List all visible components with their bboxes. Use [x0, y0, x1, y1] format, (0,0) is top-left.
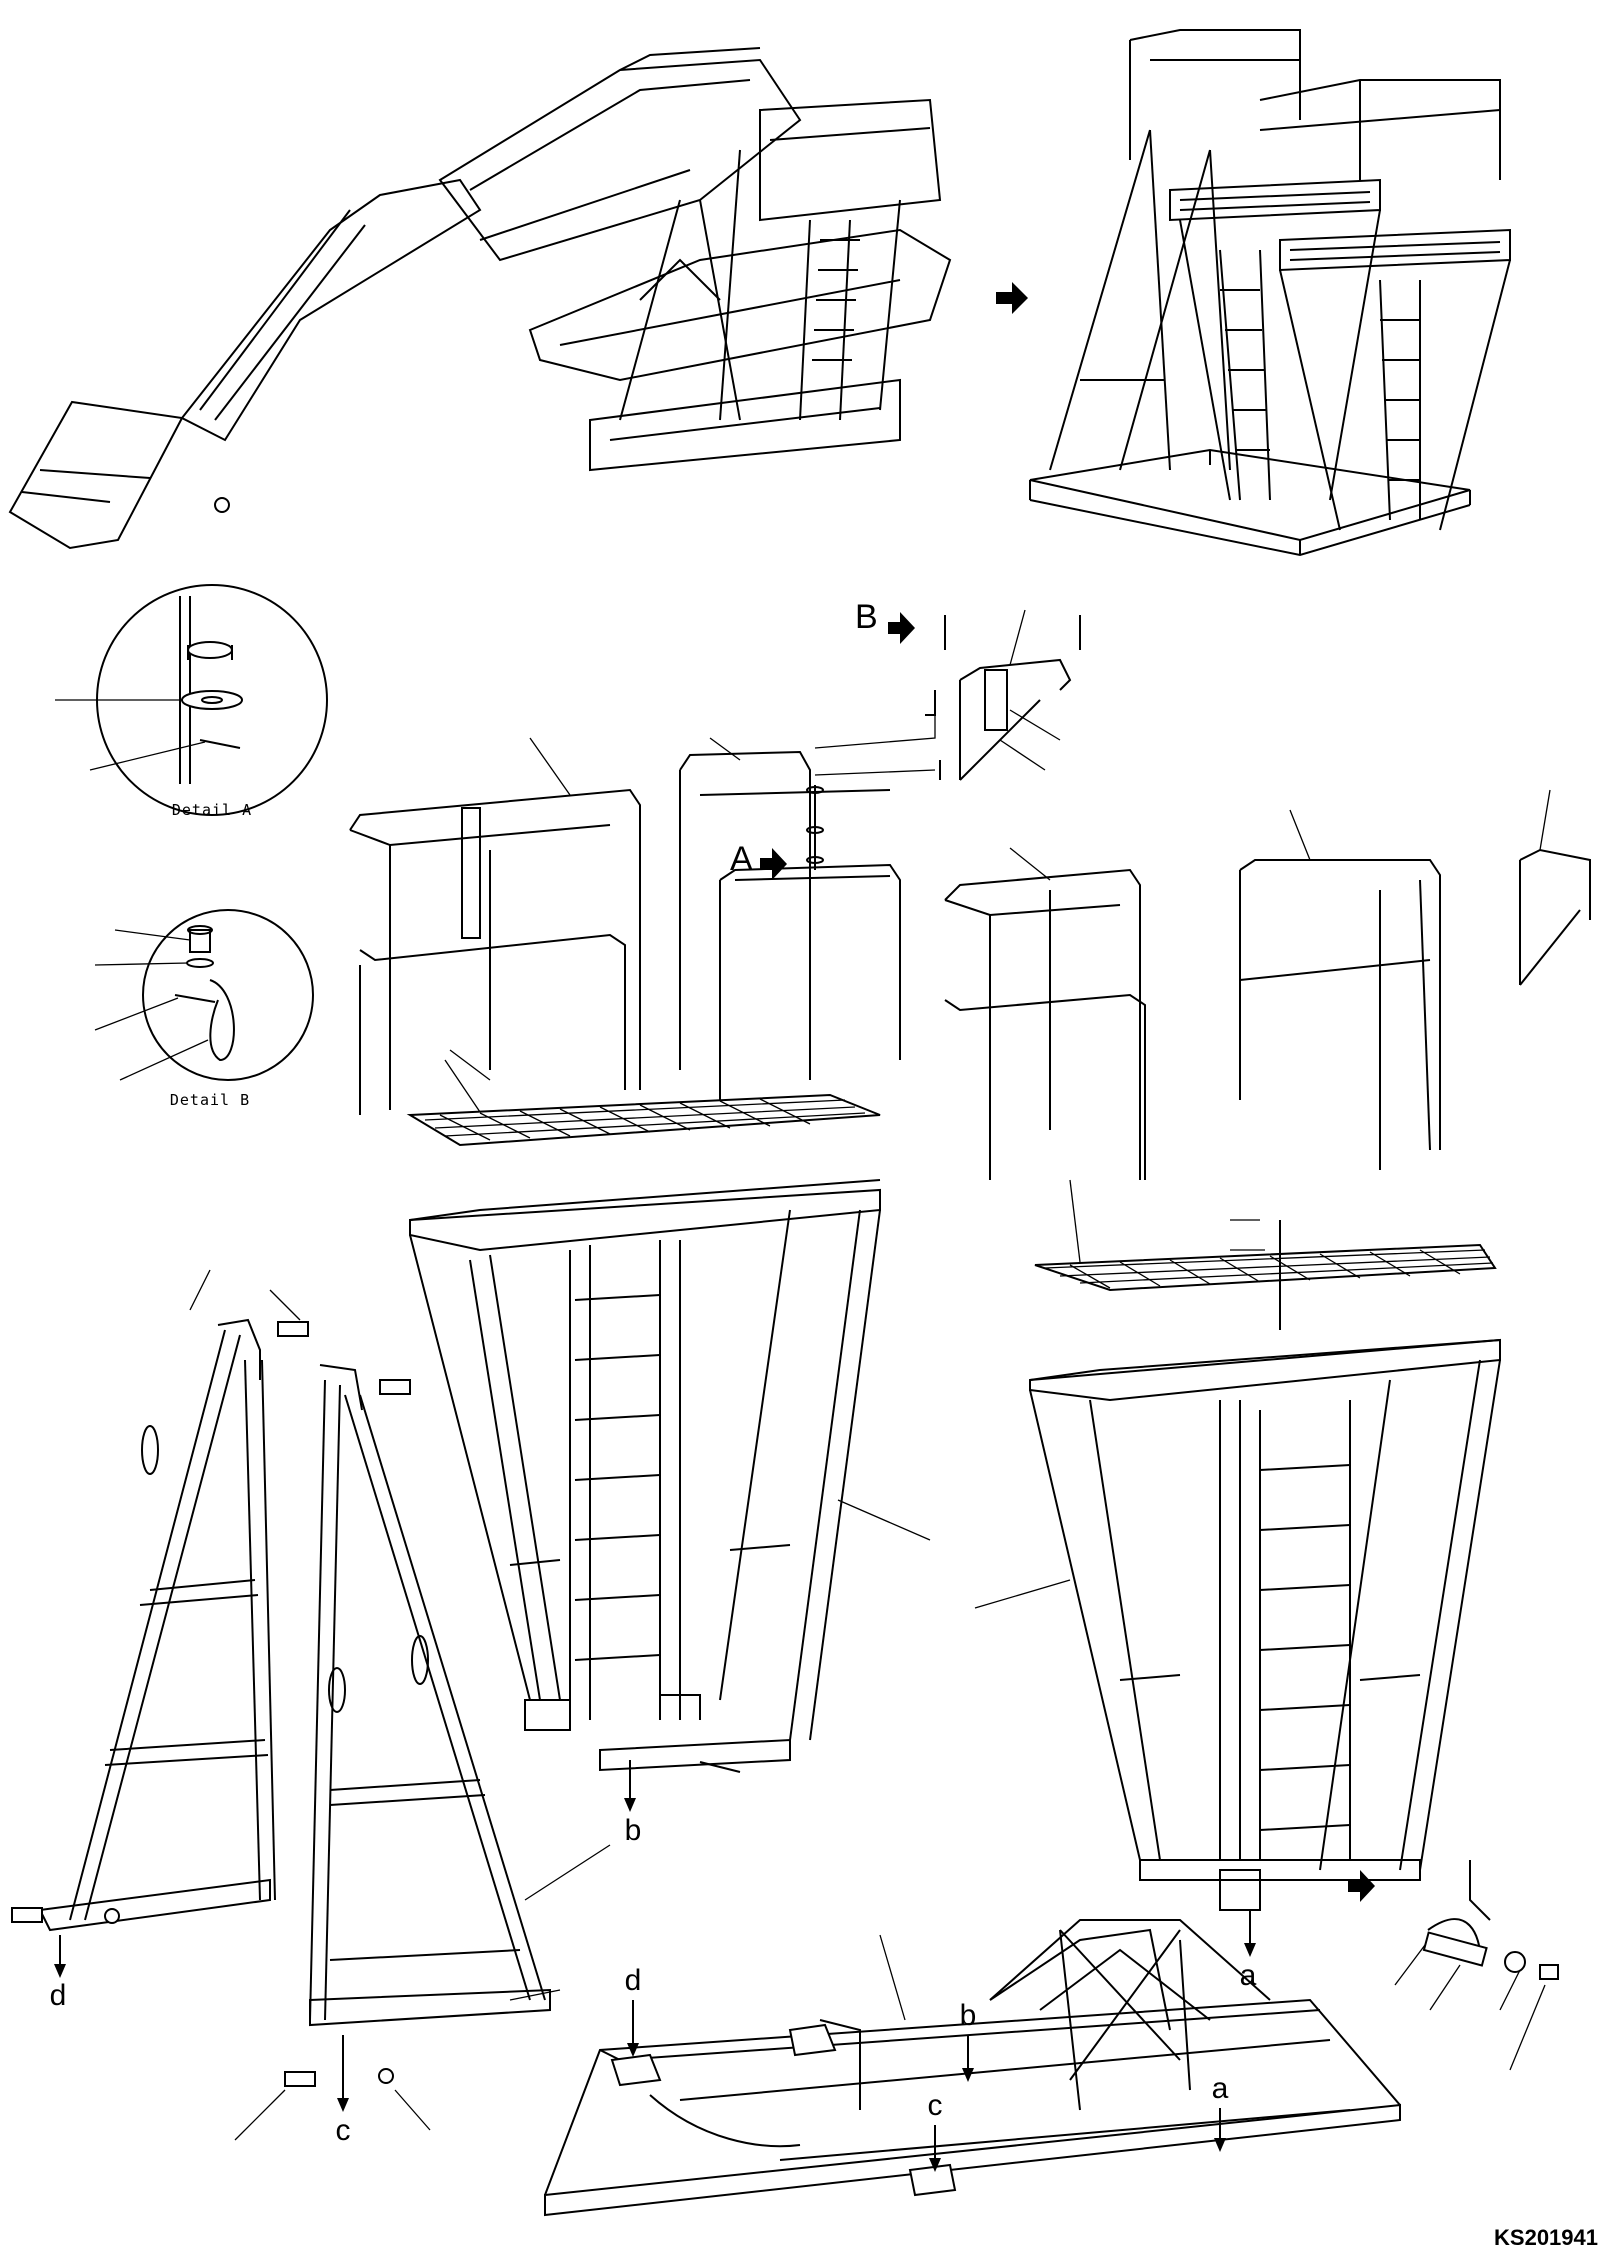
letter-a-base: a: [1212, 2072, 1229, 2105]
letter-d-left: d: [50, 1979, 67, 2012]
left-platform-frame-illustration: [409, 1179, 931, 1772]
excavator-on-frame-illustration: [8, 47, 952, 550]
right-grating-illustration: [1034, 1179, 1497, 1330]
left-handrails-illustration: [349, 737, 901, 1115]
callout-b-label: B: [855, 598, 878, 636]
right-arrow-icon: [996, 282, 1028, 314]
letter-c-left: c: [336, 2114, 351, 2147]
assembled-platform-illustration: [1029, 29, 1511, 557]
callout-a-arrow-icon: [760, 848, 787, 880]
right-pin-parts-illustration: [1348, 1860, 1559, 2071]
letter-c-base: c: [928, 2089, 943, 2122]
letter-b-base: b: [960, 1999, 977, 2032]
right-platform-frame-illustration: [974, 1338, 1501, 1911]
letter-d-base: d: [625, 1964, 642, 1997]
right-handrails-illustration: [944, 789, 1591, 1180]
detail-a-circle: [55, 584, 328, 816]
left-a-frames-illustration: [38, 1269, 611, 2027]
detail-b-circle: [94, 909, 314, 1081]
left-grating-illustration: [406, 1059, 881, 1147]
base-frame-illustration: [544, 1919, 1401, 2217]
drawing-code: KS201941: [1494, 2225, 1598, 2250]
callout-b-arrow-icon: [888, 612, 915, 644]
letter-b-left: b: [625, 1814, 642, 1847]
gate-handrail-illustration: [814, 609, 1081, 781]
detail-a-label: Detail A: [172, 801, 252, 819]
callout-a-label: A: [730, 840, 753, 878]
detail-b-label: Detail B: [170, 1091, 250, 1109]
